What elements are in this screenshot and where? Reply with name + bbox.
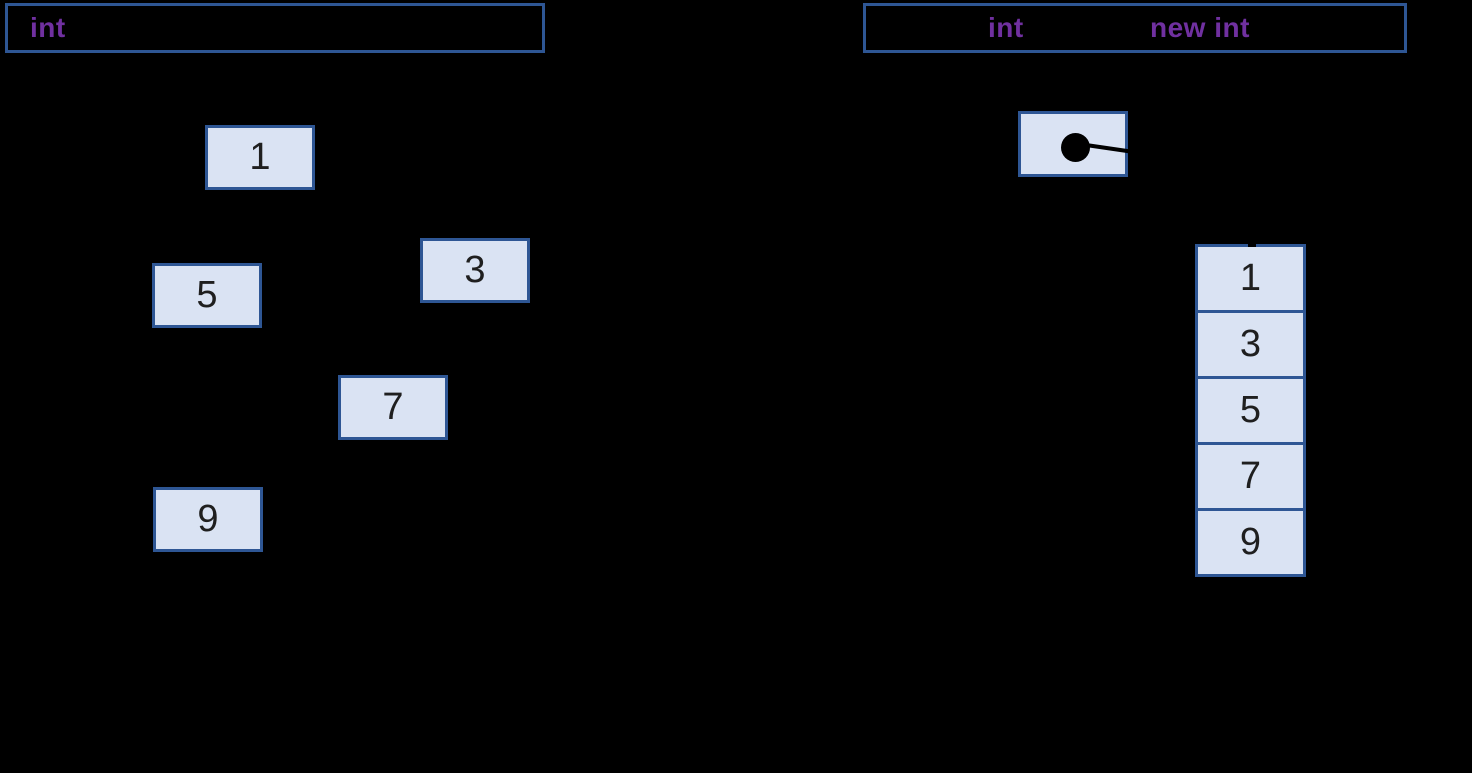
array-cell: 7 bbox=[1195, 442, 1306, 511]
int-variable-box: 7 bbox=[338, 375, 448, 440]
int-array-stack: 1 3 5 7 9 bbox=[1195, 244, 1306, 577]
left-code-box: int bbox=[5, 3, 545, 53]
array-cell: 3 bbox=[1195, 310, 1306, 379]
keyword-int: int bbox=[988, 12, 1024, 43]
keyword-new-int: new int bbox=[1150, 12, 1250, 43]
array-cell: 5 bbox=[1195, 376, 1306, 445]
array-cell: 9 bbox=[1195, 508, 1306, 577]
keyword-int: int bbox=[30, 12, 66, 43]
pointer-dot-icon bbox=[1061, 133, 1090, 162]
int-variable-box: 1 bbox=[205, 125, 315, 190]
right-code-box: int new int bbox=[863, 3, 1407, 53]
int-variable-box: 3 bbox=[420, 238, 530, 303]
arrow-tip-notch bbox=[1248, 238, 1256, 247]
int-variable-box: 9 bbox=[153, 487, 263, 552]
int-variable-box: 5 bbox=[152, 263, 262, 328]
array-cell: 1 bbox=[1195, 244, 1306, 313]
array-reference-box bbox=[1018, 111, 1128, 177]
